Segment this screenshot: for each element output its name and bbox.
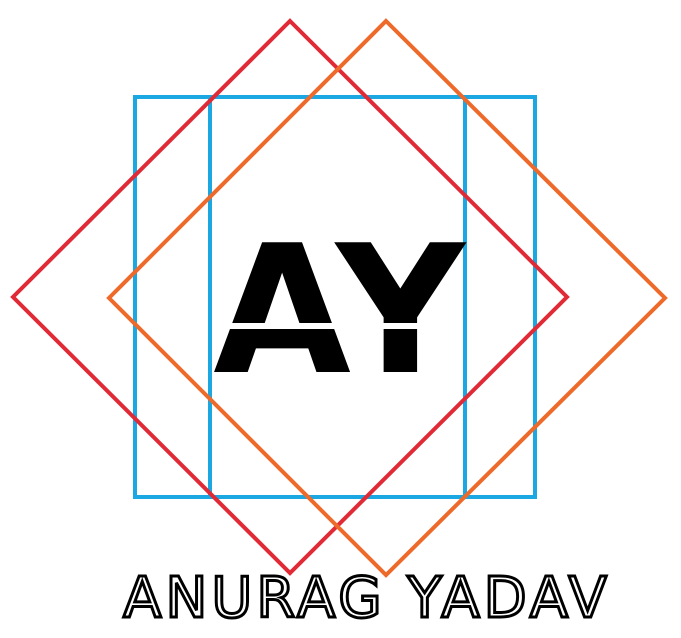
logo-mark: [10, 18, 668, 578]
orange-diamond: [106, 18, 668, 578]
monogram-text: AY: [213, 207, 467, 414]
monogram-stencil-gap: [228, 323, 428, 329]
wordmark-text: ANURAG YADAV: [123, 566, 611, 631]
red-diamond: [10, 18, 570, 576]
blue-square-inner: [208, 95, 467, 499]
